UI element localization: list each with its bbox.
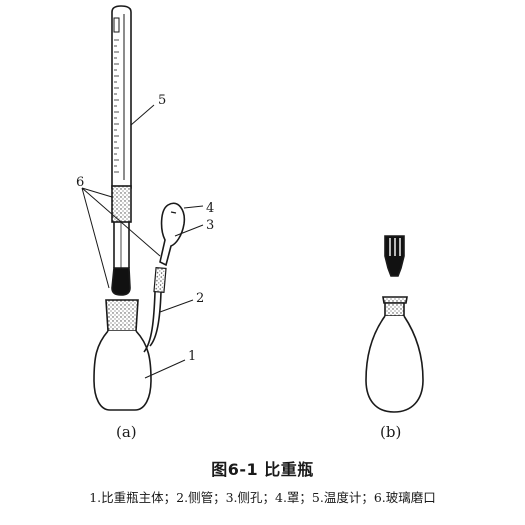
bottle-body (93, 330, 152, 411)
thermometer-scale (114, 39, 119, 173)
callout-1: 1 (188, 349, 196, 364)
figure-legend: 1.比重瓶主体；2.侧管；3.侧孔；4.罩；5.温度计；6.玻璃磨口 (89, 490, 436, 505)
side-tube-joint (153, 266, 167, 294)
bottle-b-neck (384, 302, 405, 317)
bottle-b-body (365, 315, 424, 413)
thermometer-stem (113, 222, 130, 268)
side-hole (170, 211, 177, 214)
callout-5: 5 (158, 93, 166, 108)
callout-4: 4 (206, 201, 214, 216)
panel-b-label: (b) (380, 423, 401, 441)
panel-a-label: (a) (116, 423, 137, 441)
callout-6: 6 (76, 175, 84, 190)
panel-a-drawing (93, 5, 186, 411)
side-cap (159, 202, 186, 267)
bottle-neck-joint (105, 299, 139, 332)
callout-leaders (81, 104, 204, 379)
bottle-b-mouth (382, 296, 408, 304)
figure-title: 图6-1 比重瓶 (211, 460, 314, 479)
thermometer (111, 5, 132, 189)
callout-2: 2 (196, 291, 204, 306)
panel-b-drawing (365, 235, 424, 413)
callout-labels: 5 6 4 3 2 1 (76, 93, 214, 364)
callout-3: 3 (206, 218, 214, 233)
thermometer-bulb (111, 267, 131, 296)
